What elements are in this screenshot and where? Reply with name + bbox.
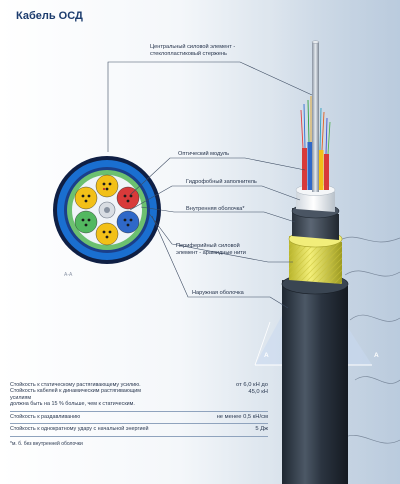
callout-central-strength-member: Центральный силовой элемент - стеклоплас… (150, 44, 236, 57)
central-rod (311, 40, 320, 192)
spec-row-impact: Стойкость к однократному удару с начальн… (10, 424, 268, 438)
spec-label: Стойкость к раздавливанию (10, 413, 81, 420)
section-label-left: A (264, 352, 269, 359)
footnote: *м. б. без внутренней оболочки (10, 441, 83, 448)
callout-outer-sheath: Наружная оболочка (192, 290, 244, 296)
spec-value: от 6,0 кН до 45,0 кН (236, 382, 268, 395)
outer-sheath (281, 273, 349, 484)
cross-section-label: А-А (64, 272, 73, 278)
spec-label: Стойкость к однократному удару с начальн… (10, 426, 149, 433)
spec-label: Стойкость к статическому растягивающему … (10, 382, 142, 408)
cross-section (53, 156, 161, 264)
spec-row-tensile: Стойкость к статическому растягивающему … (10, 380, 268, 412)
spec-value: не менее 0,5 кН/см (216, 413, 268, 420)
spec-value: 5 Дж (255, 426, 268, 433)
callout-hydrophobic-filler: Гидрофобный заполнитель (186, 179, 257, 185)
callout-inner-sheath: Внутренняя оболочка* (186, 206, 245, 212)
spec-table: Стойкость к статическому растягивающему … (10, 380, 268, 447)
callout-peripheral-strength: Периферийный силовой элемент - арамидные… (176, 243, 246, 256)
page-title: Кабель ОСД (16, 10, 83, 22)
section-label-right: A (374, 352, 379, 359)
callout-optical-module: Оптический модуль (178, 151, 230, 157)
spec-row-crush: Стойкость к раздавливанию не менее 0,5 к… (10, 412, 268, 425)
leader-lines (107, 61, 313, 309)
